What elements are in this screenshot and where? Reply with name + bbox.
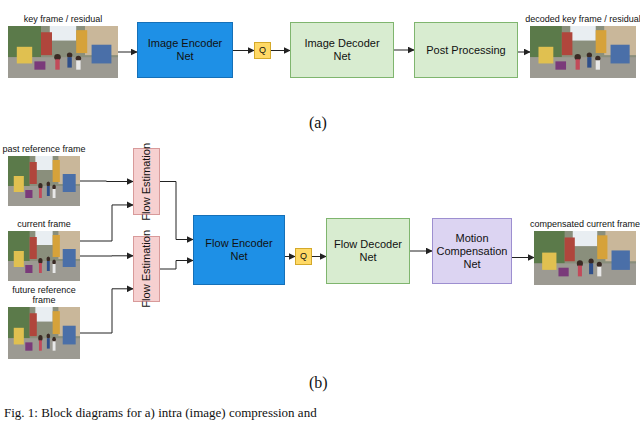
box-label: Flow Estimation [136,230,157,308]
box-label: Q [255,44,270,57]
box-label: Image Encoder Net [138,37,232,63]
flow-arrow [80,181,133,183]
box-label: Motion Compensation Net [433,232,512,271]
image-frame: past reference frame [8,156,80,206]
part-label: (b) [309,374,328,392]
flow-arrow [410,251,432,252]
box-label: Image Decoder Net [291,37,393,63]
frame-photo [530,26,636,78]
image-frame: compensated current frame [534,231,636,285]
flow-arrow [512,257,534,258]
estimation-box: Flow Estimation [133,236,160,302]
decoder-box: Flow Decoder Net [326,218,410,284]
quantizer-box: Q [254,42,271,59]
frame-label: current frame [0,219,88,229]
frame-photo [8,307,80,359]
box-label: Flow Encoder Net [194,237,284,263]
flow-arrow [394,50,414,51]
frame-label: compensated current frame [526,219,640,229]
box-label: Flow Decoder Net [327,238,409,264]
encoder-box: Flow Encoder Net [193,215,285,285]
image-frame: future reference frame [8,307,80,359]
decoder-box: Image Decoder Net [290,22,394,78]
frame-label: decoded key frame / residual [522,14,640,24]
decoder-box: Post Processing [414,22,518,78]
flow-arrow [233,50,254,51]
compensation-box: Motion Compensation Net [432,218,512,284]
flow-arrow [80,255,133,256]
estimation-box: Flow Estimation [133,148,160,215]
image-frame: key frame / residual [8,26,118,78]
flow-arrow [160,261,193,270]
frame-label: future reference frame [0,285,88,305]
image-frame: decoded key frame / residual [530,26,636,78]
flow-arrow [518,52,530,53]
flow-arrow [312,256,326,257]
flow-arrow [285,256,295,257]
flow-arrow [80,289,133,333]
flow-arrow [160,182,193,240]
encoder-box: Image Encoder Net [137,22,233,78]
frame-photo [8,26,118,78]
frame-photo [8,231,80,281]
frame-photo [8,156,80,206]
flow-arrow [118,52,137,53]
frame-label: past reference frame [0,144,88,154]
frame-photo [534,231,636,285]
image-frame: current frame [8,231,80,281]
frame-label: key frame / residual [0,14,126,24]
flow-arrow [271,50,290,51]
part-label: (a) [309,114,327,132]
quantizer-box: Q [295,248,312,265]
flow-arrow [80,205,133,241]
box-label: Flow Estimation [136,143,157,221]
box-label: Post Processing [422,44,509,57]
box-label: Q [296,250,311,263]
figure-caption: Fig. 1: Block diagrams for a) intra (ima… [4,405,317,421]
